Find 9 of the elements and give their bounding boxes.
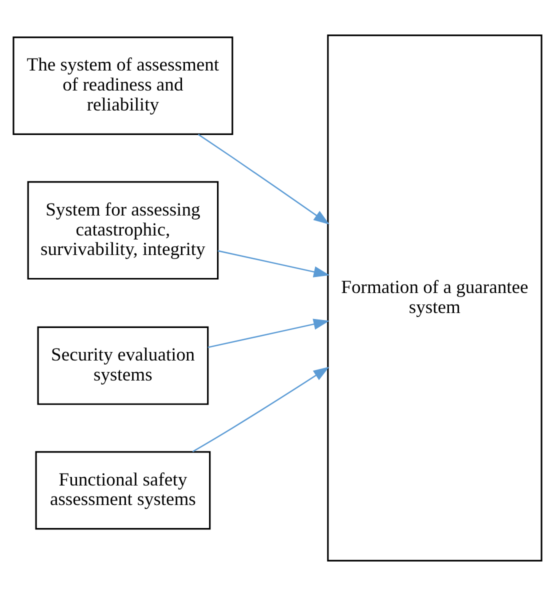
node-box: The system of assessment of readiness and reliability [12,36,234,135]
arrow [218,250,330,278]
arrow [208,318,330,348]
node-box: Security evaluation systems [37,326,209,405]
node-box: Formation of a guarantee system [327,34,542,562]
arrow [192,366,330,452]
node-box: Functional safety assessment systems [35,451,211,530]
arrow [198,134,330,225]
node-box: System for assessing catastrophic, survivability, integrity [27,181,219,280]
